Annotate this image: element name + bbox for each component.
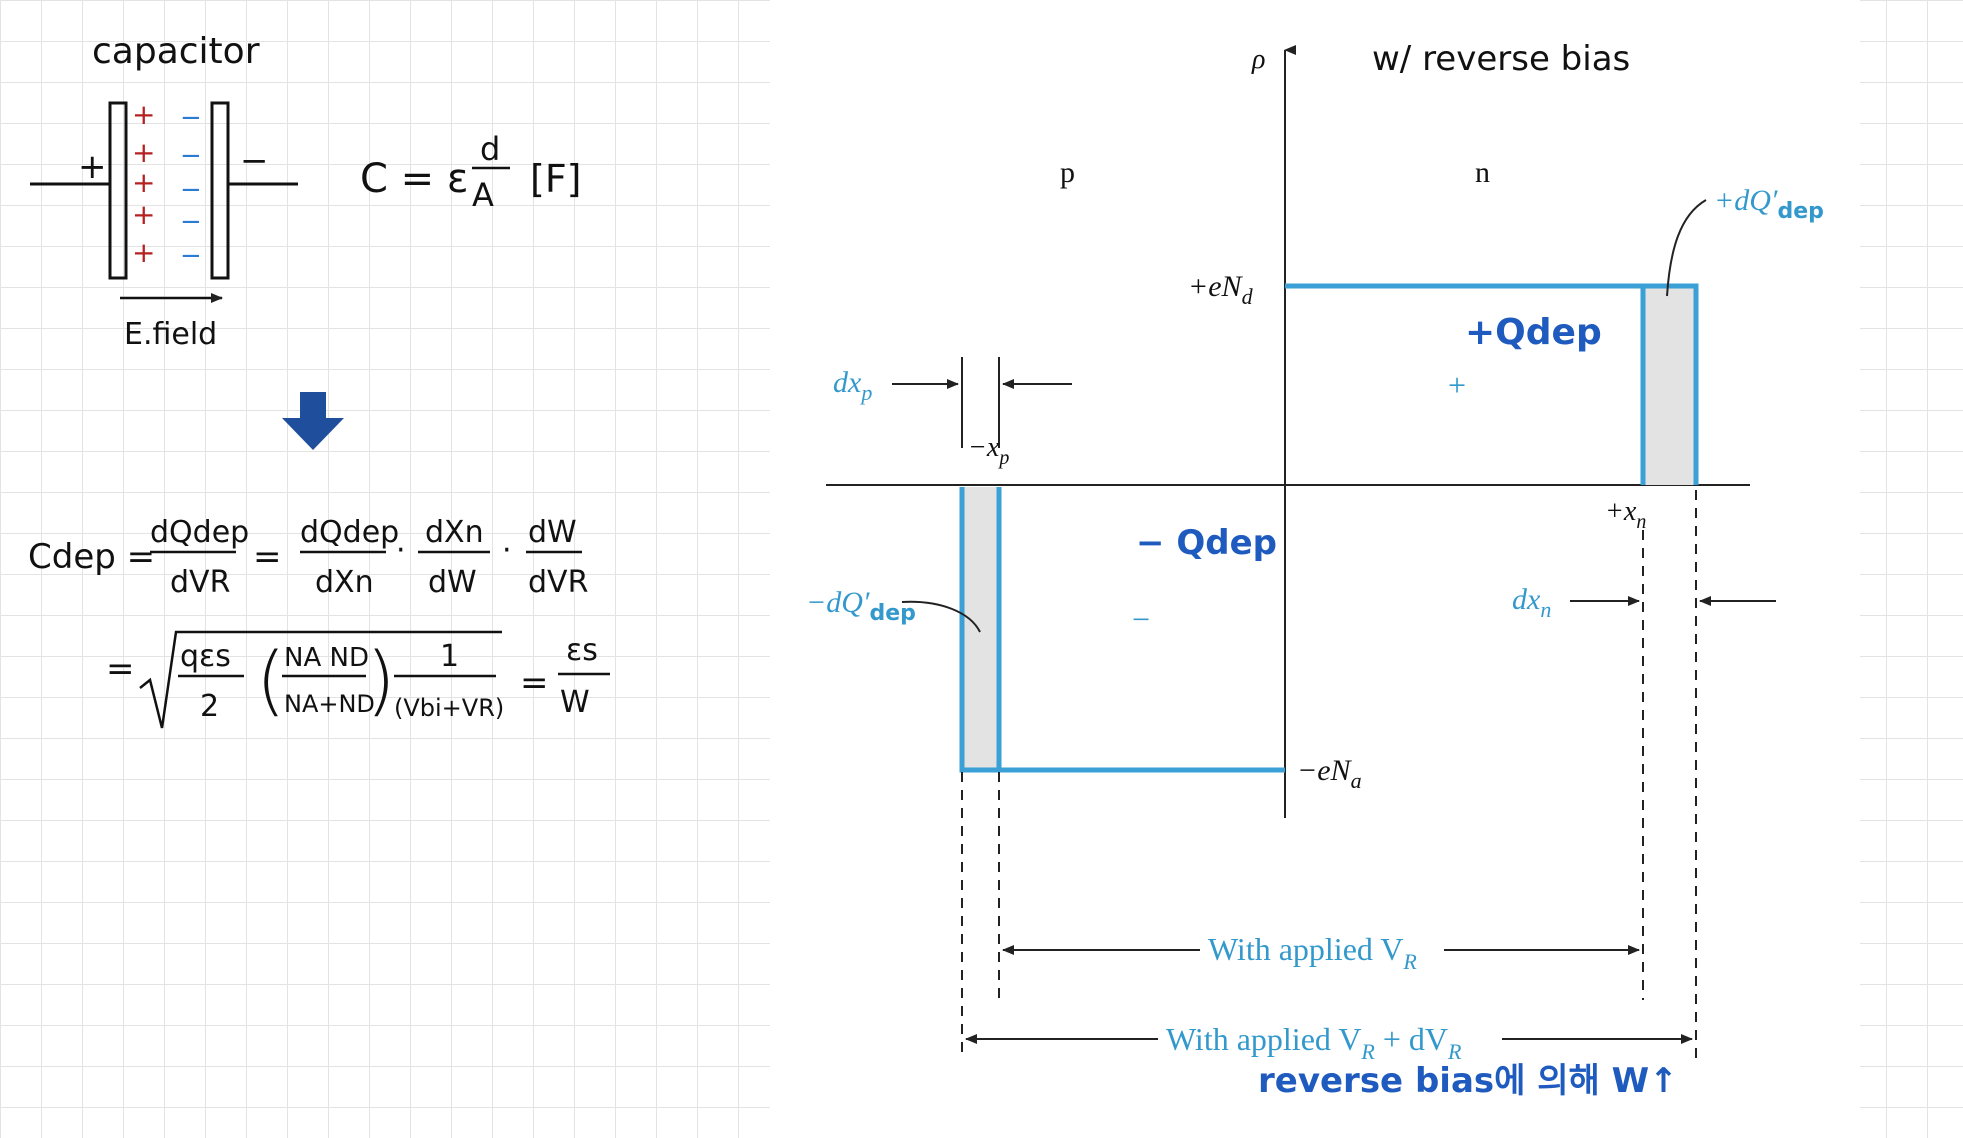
right-plate (210, 101, 230, 280)
minus-eNa-label: −eNa (1297, 754, 1362, 793)
n-side-density (1285, 283, 1699, 485)
shade-p-sliver (962, 487, 999, 768)
plus-charge: + (132, 198, 155, 231)
result-den: W (560, 685, 590, 720)
right-plate-sign: − (240, 141, 269, 181)
plus-charge: + (132, 166, 155, 199)
frac4-num: dW (528, 515, 577, 550)
minus-charge: − (180, 241, 202, 271)
n-region-label: n (1475, 156, 1490, 189)
plus-charge-sign: + (1448, 367, 1466, 403)
cdep-lhs: Cdep = (28, 537, 155, 577)
plus-charge: + (132, 136, 155, 169)
sqrt-b-den: NA+ND (284, 690, 375, 718)
minus-charge: − (180, 141, 202, 171)
dxn-label: dxn (1512, 583, 1551, 622)
cap-formula-unit: [F] (530, 157, 582, 201)
width-vrdvr-label: With applied VR + dVR (1166, 1021, 1462, 1064)
down-arrow-icon (282, 392, 344, 450)
sqrt-a-den: 2 (200, 689, 219, 724)
frac2-num: dQdep (300, 515, 399, 550)
cdep-derivation: Cdep = dQdep dVR = dQdep dXn · dXn dW · … (28, 515, 588, 600)
plus-eNd-label: +eNd (1188, 270, 1254, 309)
capacitor-title: capacitor (92, 31, 260, 72)
minus-charge-sign: − (1132, 601, 1150, 637)
frac2-den: dXn (315, 565, 374, 600)
shade-n-sliver (1643, 288, 1696, 485)
paren-close: ) (366, 635, 396, 724)
p-region-label: p (1060, 156, 1075, 189)
efield-label: E.field (124, 317, 217, 352)
cap-formula-den: A (472, 176, 494, 214)
sqrt-expression: = qεs 2 ( NA ND NA+ND ) 1 (Vbi+VR) = εs … (106, 630, 610, 729)
result-num: εs (566, 633, 598, 668)
frac3-den: dW (428, 565, 477, 600)
figure-panel (770, 0, 1860, 1138)
charge-density-diagram: ρ w/ reverse bias p n +eNd −eNa +dQ′dep … (806, 39, 1824, 1101)
minus-charge: − (180, 207, 202, 237)
dxp-label: dxp (833, 366, 872, 405)
plus-dqdep-leader (1666, 199, 1707, 297)
equals-1: = (253, 537, 282, 577)
dot-2: · (502, 533, 512, 568)
cap-formula-lhs: C = ε (360, 156, 469, 202)
cap-formula-num: d (480, 130, 500, 168)
plus-dqdep-label: +dQ′dep (1714, 184, 1824, 224)
equals-2: = (106, 649, 135, 689)
plus-qdep-note: +Qdep (1465, 312, 1602, 353)
minus-charge: − (180, 175, 202, 205)
minus-qdep-note: − Qdep (1136, 523, 1277, 563)
title-note: w/ reverse bias (1372, 39, 1630, 79)
plus-charge: + (132, 98, 155, 131)
minus-dqdep-label: −dQ′dep (806, 586, 916, 626)
sqrt-c-den: (Vbi+VR) (394, 694, 504, 722)
minus-dqdep-leader (901, 600, 981, 633)
left-plate (108, 101, 128, 280)
left-plate-sign: + (78, 147, 107, 187)
dot-1: · (396, 533, 406, 568)
neg-xp-label: −xp (968, 432, 1009, 469)
sqrt-a-num: qεs (180, 639, 231, 674)
rho-label: ρ (1251, 44, 1265, 75)
paren-open: ( (256, 635, 286, 724)
frac1-num: dQdep (150, 515, 249, 550)
sqrt-b-num: NA ND (284, 643, 369, 673)
frac1-den: dVR (170, 565, 230, 600)
width-vr-label: With applied VR (1208, 931, 1417, 974)
sqrt-sign (139, 630, 502, 729)
capacitance-formula: C = ε d A [F] (360, 130, 582, 214)
frac3-num: dXn (425, 515, 484, 550)
plus-charge: + (132, 236, 155, 269)
capacitor-sketch: capacitor + − + + + + + − − − − − E.fiel… (30, 31, 298, 352)
equals-3: = (520, 663, 549, 703)
sqrt-c-num: 1 (440, 639, 459, 674)
korean-note: reverse bias에 의해 W↑ (1258, 1061, 1678, 1101)
pos-xn-label: +xn (1605, 496, 1646, 533)
p-side-density (959, 487, 1285, 773)
frac4-den: dVR (528, 565, 588, 600)
minus-charge: − (180, 103, 202, 133)
